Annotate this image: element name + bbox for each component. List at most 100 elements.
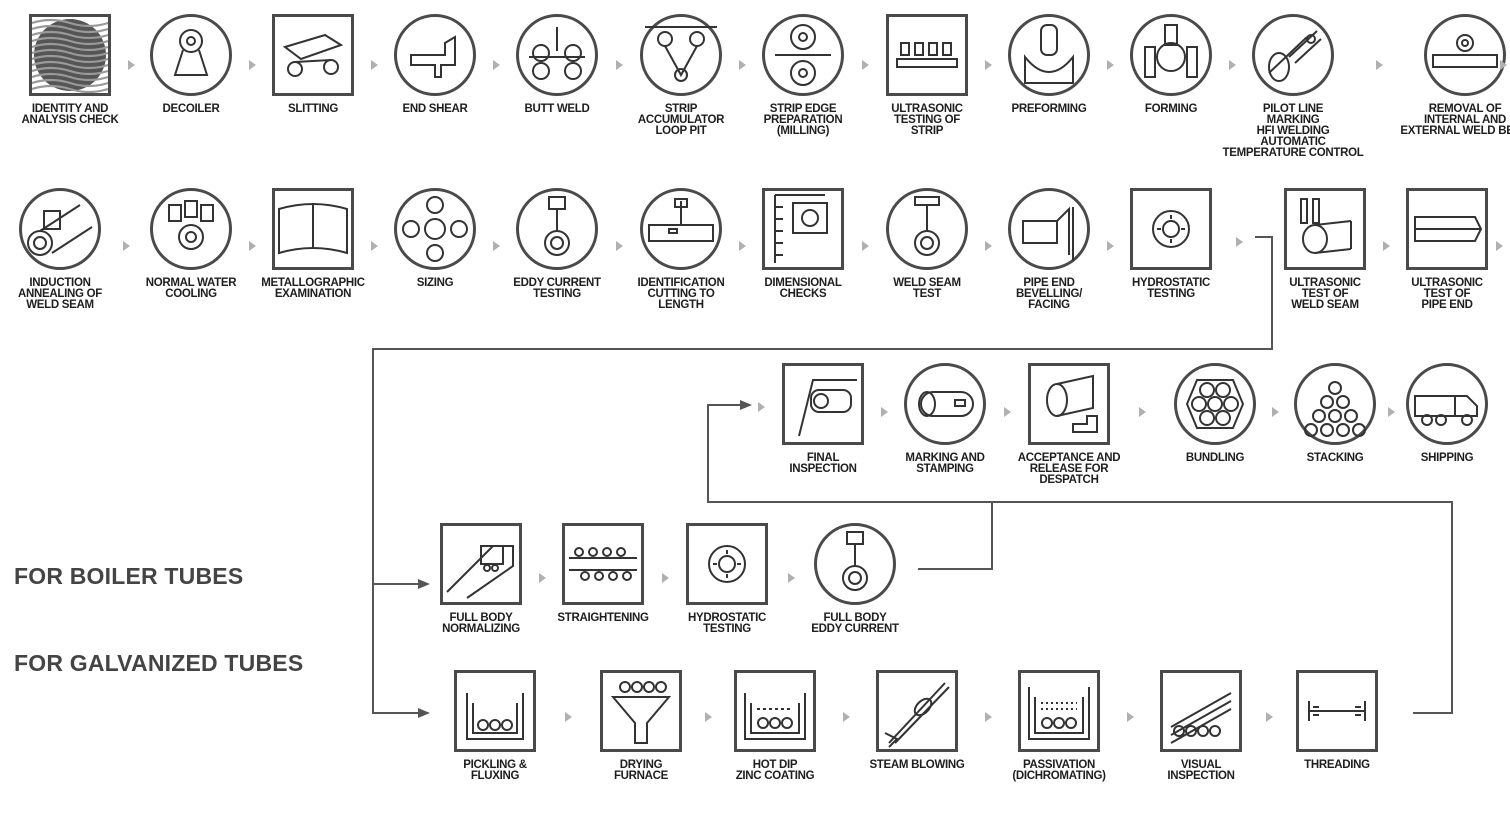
step-label: ULTRASONIC TEST OF PIPE END (1411, 277, 1483, 311)
step-label: MARKING AND STAMPING (905, 452, 985, 475)
step-label: PILOT LINE MARKING HFI WELDING AUTOMATIC… (1222, 103, 1364, 159)
connector-boiler-to-final (707, 404, 993, 570)
process-step: ULTRASONIC TEST OF PIPE END (1372, 188, 1510, 338)
boiler-tubes-heading: FOR BOILER TUBES (14, 563, 244, 589)
flow-arrow (616, 241, 624, 251)
process-step: THREADING (1262, 670, 1412, 820)
flow-arrow (881, 407, 889, 417)
bevelling-icon (1008, 188, 1090, 270)
step-label: STRIP EDGE PREPARATION (MILLING) (763, 103, 843, 137)
straightening-icon (562, 523, 644, 605)
process-step: FULL BODY NORMALIZING (406, 523, 556, 673)
flow-arrow (1496, 241, 1504, 251)
step-label: FORMING (1144, 103, 1198, 115)
step-label: HOT DIP ZINC COATING (735, 759, 815, 782)
normalizing-icon (440, 523, 522, 605)
step-label: HYDROSTATIC TESTING (1131, 277, 1211, 300)
step-label: SIZING (416, 277, 454, 289)
flow-arrow (1107, 60, 1115, 70)
process-step: WELD SEAM TEST (852, 188, 1002, 338)
flow-arrow (1127, 712, 1135, 722)
flow-arrow (249, 60, 257, 70)
bundling-icon (1174, 363, 1256, 445)
flow-arrow (1272, 407, 1280, 417)
cutting-icon (640, 188, 722, 270)
process-step: STRIP EDGE PREPARATION (MILLING) (728, 14, 878, 164)
flow-arrow (565, 712, 573, 722)
flow-arrow (1266, 712, 1274, 722)
accumulator-icon (640, 14, 722, 96)
process-step: IDENTIFICATION CUTTING TO LENGTH (606, 188, 756, 338)
step-label: REMOVAL OF INTERNAL AND EXTERNAL WELD BE… (1400, 103, 1510, 137)
flow-arrow (128, 60, 136, 70)
process-step: ULTRASONIC TEST OF WELD SEAM (1250, 188, 1400, 338)
flow-arrow (493, 241, 501, 251)
caliper-icon (762, 188, 844, 270)
step-label: IDENTITY AND ANALYSIS CHECK (21, 103, 119, 126)
process-step: ULTRASONIC TESTING OF STRIP (852, 14, 1002, 164)
flow-arrow (371, 60, 379, 70)
process-step: PICKLING & FLUXING (420, 670, 570, 820)
flow-connectors (372, 236, 1453, 718)
process-step: INDUCTION ANNEALING OF WELD SEAM (0, 188, 135, 338)
decoiler-icon (150, 14, 232, 96)
forming-icon (1130, 14, 1212, 96)
step-label: FULL BODY NORMALIZING (442, 612, 520, 635)
step-label: SHIPPING (1420, 452, 1474, 464)
process-step: FORMING (1096, 14, 1246, 164)
process-step: SLITTING (238, 14, 388, 164)
step-label: STACKING (1306, 452, 1364, 464)
step-label: STEAM BLOWING (869, 759, 965, 771)
step-label: VISUAL INSPECTION (1167, 759, 1235, 782)
steam-blowing-icon (876, 670, 958, 752)
step-label: EDDY CURRENT TESTING (513, 277, 601, 300)
step-label: PICKLING & FLUXING (463, 759, 527, 782)
step-label: PREFORMING (1011, 103, 1087, 115)
zinc-coating-icon (734, 670, 816, 752)
flow-arrow (1376, 60, 1384, 70)
visual-inspection-icon (1160, 670, 1242, 752)
sizing-icon (394, 188, 476, 270)
process-step: REMOVAL OF INTERNAL AND EXTERNAL WELD BE… (1390, 14, 1510, 164)
flow-arrow (985, 241, 993, 251)
process-step: STACKING (1260, 363, 1410, 513)
process-step: DECOILER (116, 14, 266, 164)
process-step: HYDROSTATIC TESTING (1096, 188, 1246, 338)
process-step: PASSIVATION (DICHROMATING) (984, 670, 1134, 820)
step-label: PASSIVATION (DICHROMATING) (1012, 759, 1106, 782)
process-step: BUNDLING (1140, 363, 1290, 513)
step-label: FINAL INSPECTION (789, 452, 857, 475)
flow-arrow (1388, 407, 1396, 417)
step-label: THREADING (1304, 759, 1370, 771)
step-label: ACCEPTANCE AND RELEASE FOR DESPATCH (1017, 452, 1121, 486)
connector-row2-to-branch (372, 236, 1273, 714)
acceptance-icon (1028, 363, 1110, 445)
flow-arrow (739, 241, 747, 251)
flow-arrow (1004, 407, 1012, 417)
butt-weld-icon (516, 14, 598, 96)
process-step: STRIP ACCUMULATOR LOOP PIT (606, 14, 756, 164)
induction-icon (19, 188, 101, 270)
step-label: END SHEAR (402, 103, 468, 115)
process-step: DRYING FURNACE (566, 670, 716, 820)
step-label: DIMENSIONAL CHECKS (764, 277, 842, 300)
process-step: NORMAL WATER COOLING (116, 188, 266, 338)
flow-arrow (539, 573, 547, 583)
flow-arrow (616, 60, 624, 70)
flow-arrow (1107, 241, 1115, 251)
step-label: PIPE END BEVELLING/ FACING (1015, 277, 1082, 311)
step-label: ULTRASONIC TESTING OF STRIP (891, 103, 963, 137)
process-step: METALLOGRAPHIC EXAMINATION (238, 188, 388, 338)
process-step: STEAM BLOWING (842, 670, 992, 820)
flow-arrow (862, 241, 870, 251)
pickling-icon (454, 670, 536, 752)
passivation-icon (1018, 670, 1100, 752)
flow-arrow (249, 241, 257, 251)
process-step: FINAL INSPECTION (748, 363, 898, 513)
hydrostatic-icon (686, 523, 768, 605)
step-label: BUNDLING (1185, 452, 1245, 464)
flow-arrow (862, 60, 870, 70)
process-step: BUTT WELD (482, 14, 632, 164)
process-step: IDENTITY AND ANALYSIS CHECK (0, 14, 145, 164)
step-label: ULTRASONIC TEST OF WELD SEAM (1289, 277, 1361, 311)
